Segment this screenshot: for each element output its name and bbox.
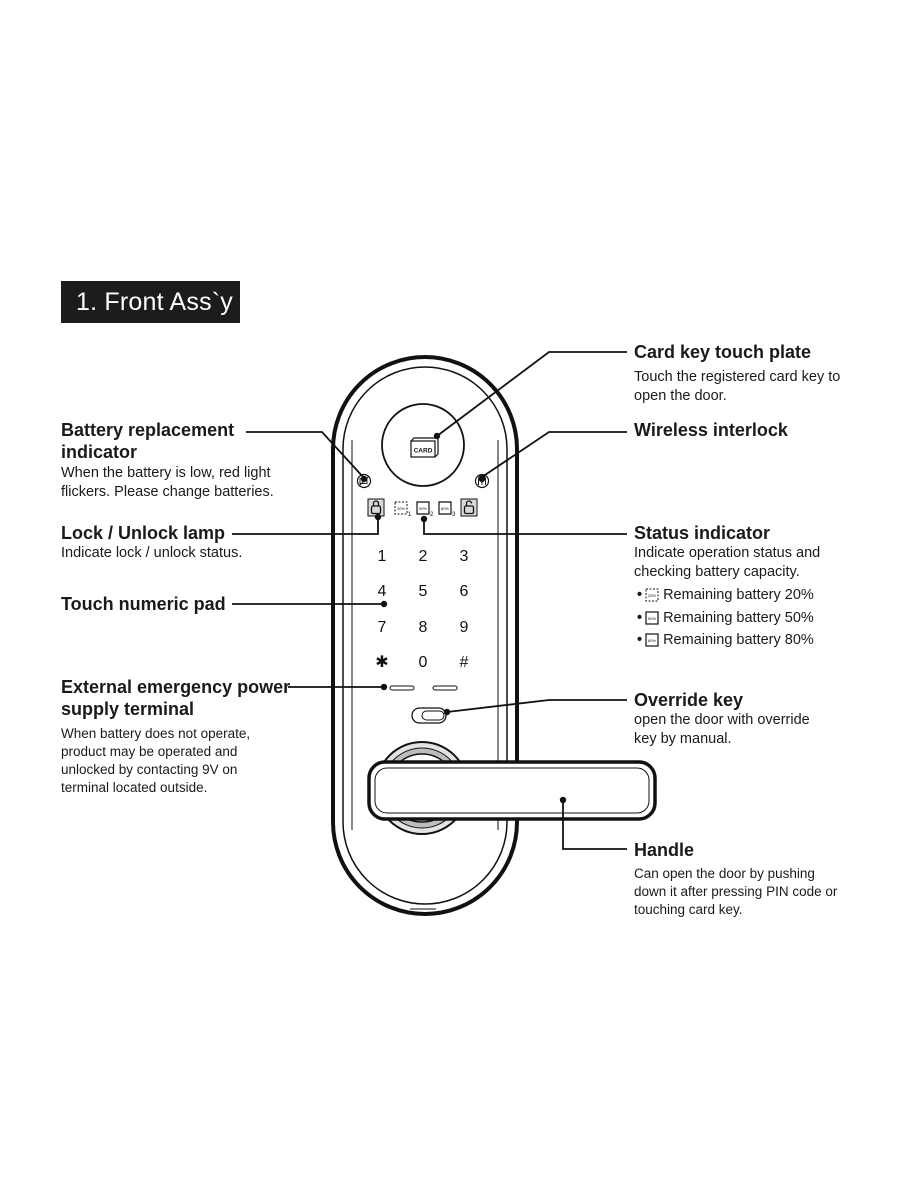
battery-level-80: • 80% Remaining battery 80%: [637, 632, 814, 648]
key-9: 9: [460, 619, 469, 636]
handle-lever: [367, 760, 657, 821]
key-star: ✱: [375, 654, 388, 671]
status-indicator-desc: Indicate operation status and checking b…: [634, 545, 821, 580]
lock-unlock-title: Lock / Unlock lamp: [61, 523, 226, 543]
battery-replacement-desc: When the battery is low, red light flick…: [61, 465, 274, 500]
key-8: 8: [419, 619, 428, 636]
emergency-power-desc: When battery does not operate, product m…: [61, 726, 251, 795]
svg-text:20%: 20%: [397, 506, 405, 511]
battery-level-20: • 20% Remaining battery 20%: [637, 587, 814, 603]
key-5: 5: [419, 583, 428, 600]
lock-lamp-icon: [367, 498, 385, 517]
card-icon-label: CARD: [414, 448, 433, 455]
status-icon-80: 80% 3: [438, 501, 456, 518]
emergency-terminal-right: [432, 685, 458, 691]
svg-text:20%: 20%: [648, 593, 656, 598]
status-icon-50: 50% 2: [416, 501, 434, 518]
key-3: 3: [460, 548, 469, 565]
card-icon: CARD: [410, 437, 439, 458]
lock-body-inner: [342, 366, 508, 905]
wireless-interlock-title: Wireless interlock: [634, 420, 788, 440]
leader-lines: [232, 351, 627, 850]
battery-level-list: • 20% Remaining battery 20% • 50% Remain…: [637, 584, 814, 652]
battery-80-icon: 80%: [645, 633, 659, 647]
handle-title: Handle: [634, 840, 695, 860]
status-indicator-title: Status indicator: [634, 523, 771, 543]
key-1: 1: [378, 548, 387, 565]
key-6: 6: [460, 583, 469, 600]
key-2: 2: [419, 548, 428, 565]
status-mark-2: 2: [430, 512, 434, 518]
svg-text:50%: 50%: [648, 616, 656, 621]
svg-text:80%: 80%: [648, 638, 656, 643]
lock-unlock-desc: Indicate lock / unlock status.: [61, 545, 243, 561]
battery-20-icon: 20%: [645, 588, 659, 602]
card-key-desc: Touch the registered card key to open th…: [634, 369, 841, 404]
key-7: 7: [378, 619, 387, 636]
status-mark-1: 1: [408, 512, 412, 518]
emergency-power-title: External emergency power supply terminal: [61, 677, 291, 719]
key-4: 4: [378, 583, 387, 600]
svg-text:80%: 80%: [441, 506, 449, 511]
numeric-pad-title: Touch numeric pad: [61, 594, 226, 614]
handle-desc: Can open the door by pushing down it aft…: [634, 866, 838, 917]
unlock-lamp-icon: [460, 498, 478, 517]
card-key-title: Card key touch plate: [634, 342, 812, 362]
keypad: 1 2 3 4 5 6 7 8 9 ✱ 0 #: [375, 548, 468, 671]
status-icon-20: 20% 1: [394, 501, 412, 518]
emergency-terminal-left: [389, 685, 415, 691]
key-hash: #: [460, 654, 469, 671]
status-mark-3: 3: [452, 512, 456, 518]
svg-text:50%: 50%: [419, 506, 427, 511]
override-key-title: Override key: [634, 690, 744, 710]
leader-dots: [360, 432, 567, 804]
override-key-desc: open the door with override key by manua…: [634, 712, 810, 747]
section-title: 1. Front Ass`y: [61, 281, 240, 323]
battery-replacement-title: Battery replacement indicator: [61, 420, 235, 462]
battery-level-50: • 50% Remaining battery 50%: [637, 609, 814, 626]
battery-50-icon: 50%: [645, 611, 659, 625]
key-0: 0: [419, 654, 428, 671]
